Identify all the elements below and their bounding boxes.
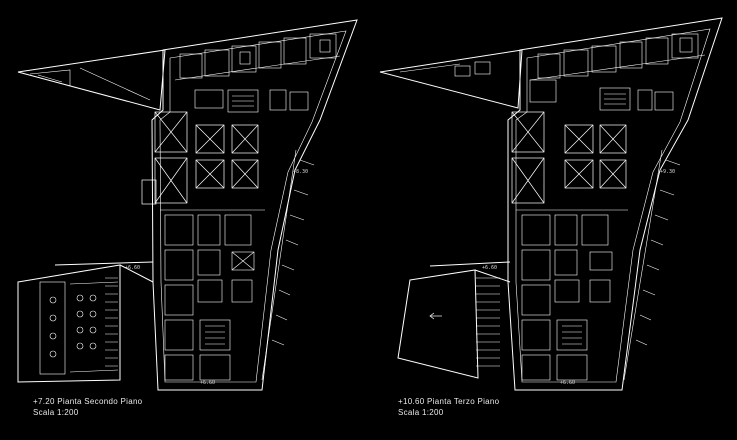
west-cores	[511, 111, 545, 204]
plan-caption-title: +7.20 Pianta Secondo Piano	[33, 397, 143, 406]
west-cores	[141, 111, 188, 205]
building-outline	[151, 19, 358, 391]
upper-core-rooms	[194, 89, 309, 113]
plan-second-floor	[17, 19, 358, 391]
level-mark: +6.60	[482, 265, 498, 271]
level-mark: +6.60	[200, 380, 216, 386]
atrium-voids	[195, 124, 259, 189]
north-wing-rooms	[529, 33, 706, 81]
lower-office-rooms	[516, 209, 628, 381]
north-wing-rooms	[174, 33, 341, 81]
triangular-wing	[379, 49, 557, 109]
plan-caption-scale: Scala 1:200	[398, 408, 444, 417]
level-mark: +8.30	[293, 169, 309, 175]
building-outline	[507, 17, 723, 391]
level-mark: +6.60	[560, 380, 576, 386]
east-wing-rooms	[261, 149, 315, 381]
level-mark: +9.30	[660, 169, 676, 175]
lower-office-rooms	[160, 209, 265, 381]
plan-caption-scale: Scala 1:200	[33, 408, 79, 417]
plan-caption-title: +10.60 Pianta Terzo Piano	[398, 397, 500, 406]
atrium-voids	[564, 124, 627, 189]
inner-outline	[159, 30, 347, 383]
triangular-wing	[17, 49, 166, 111]
inner-outline	[515, 28, 711, 383]
plan-third-floor	[379, 17, 723, 391]
auditorium	[17, 261, 154, 383]
level-mark: +6.60	[125, 265, 141, 271]
upper-core-rooms	[599, 87, 674, 111]
auditorium-void	[397, 261, 511, 379]
east-wing-rooms	[623, 149, 681, 381]
